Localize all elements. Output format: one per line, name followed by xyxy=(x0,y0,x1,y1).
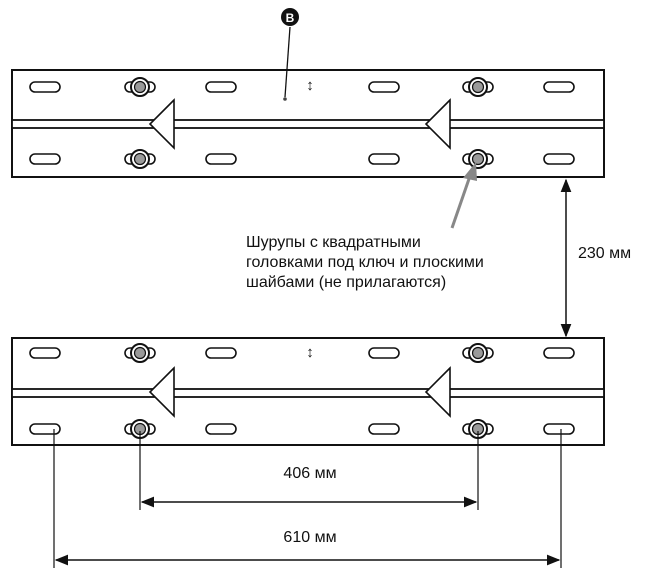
bracket-dot xyxy=(283,97,287,101)
mounting-slot xyxy=(205,153,237,165)
mounting-slot xyxy=(29,153,61,165)
callout-marker-circle xyxy=(281,8,299,26)
screw-note-line3: шайбами (не прилагаются) xyxy=(246,274,446,291)
lower-bracket xyxy=(11,337,605,446)
mounting-slot xyxy=(543,347,575,359)
mounting-slot xyxy=(368,423,400,435)
screw-note-line2: головками под ключ и плоскими xyxy=(246,254,484,271)
mounting-slot xyxy=(205,81,237,93)
mounting-slot xyxy=(543,423,575,435)
mounting-slot xyxy=(29,347,61,359)
upper-bracket xyxy=(11,69,605,178)
vertical-arrow-icon: ↕ xyxy=(306,344,314,361)
triangle-tab xyxy=(148,98,175,150)
screw-note-line1: Шурупы с квадратными xyxy=(246,234,421,251)
vertical-dimension-label: 230 мм xyxy=(578,245,631,262)
inner-dimension-label: 406 мм xyxy=(283,465,336,482)
mounting-slot xyxy=(368,153,400,165)
outer-dimension-label: 610 мм xyxy=(283,529,336,546)
mounting-slot xyxy=(543,153,575,165)
callout-marker-label: B xyxy=(286,11,295,25)
triangle-tab xyxy=(424,98,451,150)
screw-note-arrow xyxy=(450,162,477,229)
callout-b: B xyxy=(281,8,299,98)
mounting-slot xyxy=(368,81,400,93)
extension-lines xyxy=(53,429,562,568)
callout-leader-line xyxy=(284,26,291,98)
mounting-slot xyxy=(205,347,237,359)
mounting-slot xyxy=(368,347,400,359)
vertical-arrow-icon: ↕ xyxy=(306,77,314,94)
mounting-slot xyxy=(543,81,575,93)
mounting-slot xyxy=(29,81,61,93)
screw-note: Шурупы с квадратными головками под ключ … xyxy=(246,234,488,291)
triangle-tab xyxy=(148,366,175,418)
mounting-slot xyxy=(205,423,237,435)
mounting-slot xyxy=(29,423,61,435)
triangle-tab xyxy=(424,366,451,418)
